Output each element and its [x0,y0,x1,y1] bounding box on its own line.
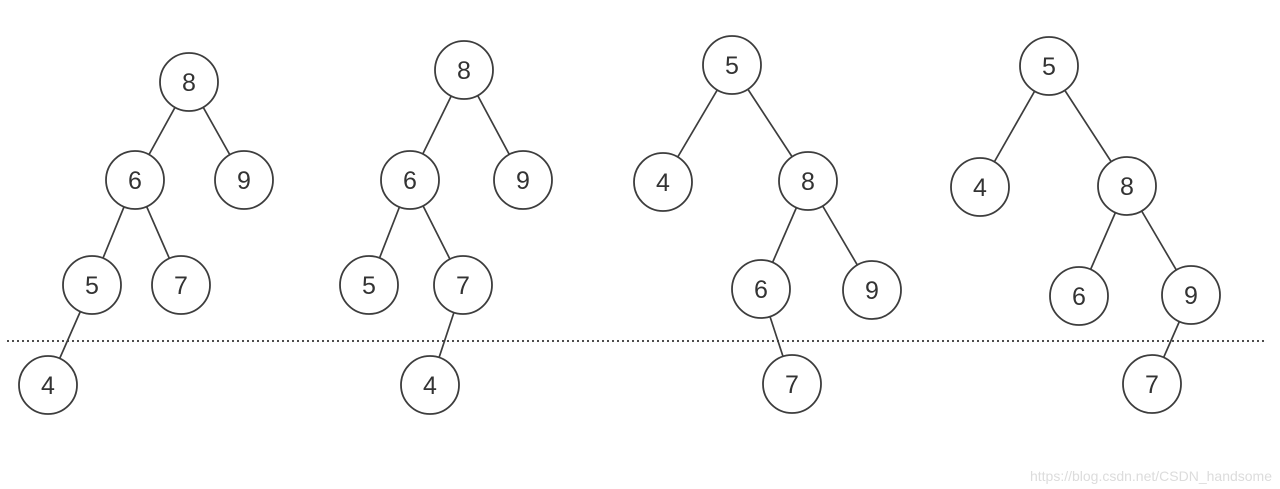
tree-node-circle [778,151,838,211]
tree-node-circle [702,35,762,95]
tree-node-label: 8 [182,69,196,97]
tree-4: 5 4 8 6 9 7 [950,36,1221,414]
tree-node-label: 7 [456,272,470,300]
tree-node-label: 6 [403,167,417,195]
tree-node-label: 4 [973,174,987,202]
tree-node-circle [1097,156,1157,216]
tree-node-circle [380,150,440,210]
watermark: https://blog.csdn.net/CSDN_handsome [1029,468,1272,484]
tree-node-circle [731,259,791,319]
tree-3: 5 4 8 6 9 7 [633,35,902,414]
tree-node-label: 7 [1145,371,1159,399]
tree-node-label: 9 [237,167,251,195]
tree-node-circle [434,40,494,100]
tree-node-circle [1019,36,1079,96]
tree-node-circle [1122,354,1182,414]
tree-node-label: 9 [1184,282,1198,310]
tree-node-circle [762,354,822,414]
tree-node-label: 7 [785,371,799,399]
tree-node-circle [950,157,1010,217]
tree-node-label: 5 [725,52,739,80]
tree-node-circle [339,255,399,315]
tree-node-circle [18,355,78,415]
tree-node-label: 9 [516,167,530,195]
tree-node-label: 4 [41,372,55,400]
tree-node-circle [493,150,553,210]
tree-node-label: 6 [754,276,768,304]
tree-node-label: 4 [656,169,670,197]
tree-node-label: 9 [865,277,879,305]
tree-node-circle [842,260,902,320]
tree-node-circle [1049,266,1109,326]
tree-node-circle [1161,265,1221,325]
tree-node-label: 5 [362,272,376,300]
tree-node-label: 8 [801,168,815,196]
tree-node-circle [105,150,165,210]
tree-node-label: 4 [423,372,437,400]
tree-node-label: 7 [174,272,188,300]
tree-node-label: 5 [85,272,99,300]
tree-node-circle [159,52,219,112]
tree-1: 8 6 9 5 7 4 [18,52,274,415]
tree-node-label: 8 [457,57,471,85]
tree-node-label: 6 [128,167,142,195]
tree-node-circle [433,255,493,315]
tree-node-circle [633,152,693,212]
tree-node-circle [400,355,460,415]
tree-node-circle [151,255,211,315]
tree-2: 8 6 9 5 7 4 [339,40,553,415]
tree-node-label: 6 [1072,283,1086,311]
tree-node-label: 8 [1120,173,1134,201]
tree-node-circle [214,150,274,210]
tree-node-circle [62,255,122,315]
tree-node-label: 5 [1042,53,1056,81]
